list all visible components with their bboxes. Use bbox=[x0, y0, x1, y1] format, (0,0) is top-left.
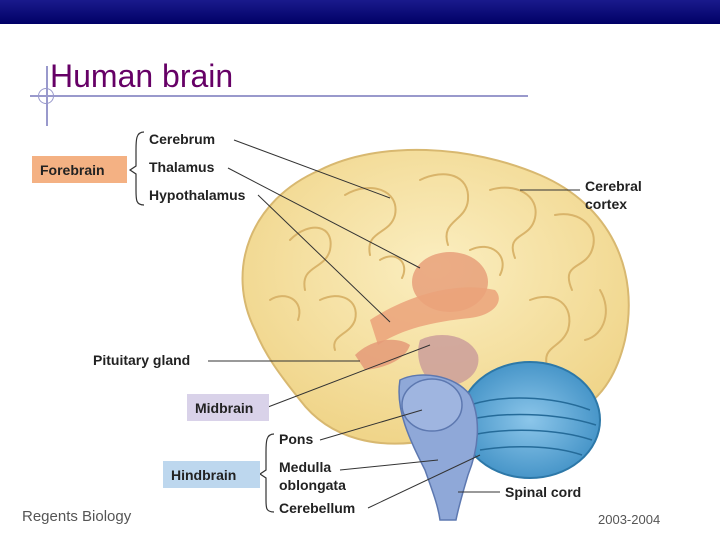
midbrain-shape bbox=[418, 335, 479, 386]
pons-shape bbox=[401, 378, 463, 432]
medulla-label-1: Medulla bbox=[279, 459, 332, 475]
spinal-cord-label: Spinal cord bbox=[505, 484, 582, 500]
forebrain-label: Forebrain bbox=[32, 156, 127, 183]
forebrain-bracket bbox=[128, 131, 145, 206]
pituitary-gland-label: Pituitary gland bbox=[93, 352, 191, 368]
cerebrum-label: Cerebrum bbox=[149, 131, 216, 147]
cerebellum-label: Cerebellum bbox=[279, 500, 356, 516]
top-bar bbox=[0, 0, 720, 24]
cerebral-cortex-label-2: cortex bbox=[585, 196, 628, 212]
gyri-lines bbox=[269, 173, 607, 371]
title-rule bbox=[30, 95, 528, 97]
hypothalamus-shape bbox=[355, 339, 410, 370]
hypothalamus-label: Hypothalamus bbox=[149, 187, 246, 203]
leader-lines bbox=[208, 139, 580, 509]
midbrain-label: Midbrain bbox=[187, 394, 269, 421]
crosshair-icon bbox=[38, 88, 54, 104]
hindbrain-label: Hindbrain bbox=[163, 461, 260, 488]
hindbrain-bracket bbox=[258, 433, 275, 513]
pons-label: Pons bbox=[279, 431, 314, 447]
thalamus-label: Thalamus bbox=[149, 159, 215, 175]
medulla-label-2: oblongata bbox=[279, 477, 346, 493]
footer-course: Regents Biology bbox=[22, 508, 132, 525]
footer-year: 2003-2004 bbox=[598, 512, 661, 527]
slide-title: Human brain bbox=[50, 58, 234, 94]
cerebellum-folia bbox=[467, 397, 597, 456]
corpus-callosum-shape bbox=[370, 287, 499, 345]
cerebral-cortex-label-1: Cerebral bbox=[585, 178, 642, 194]
